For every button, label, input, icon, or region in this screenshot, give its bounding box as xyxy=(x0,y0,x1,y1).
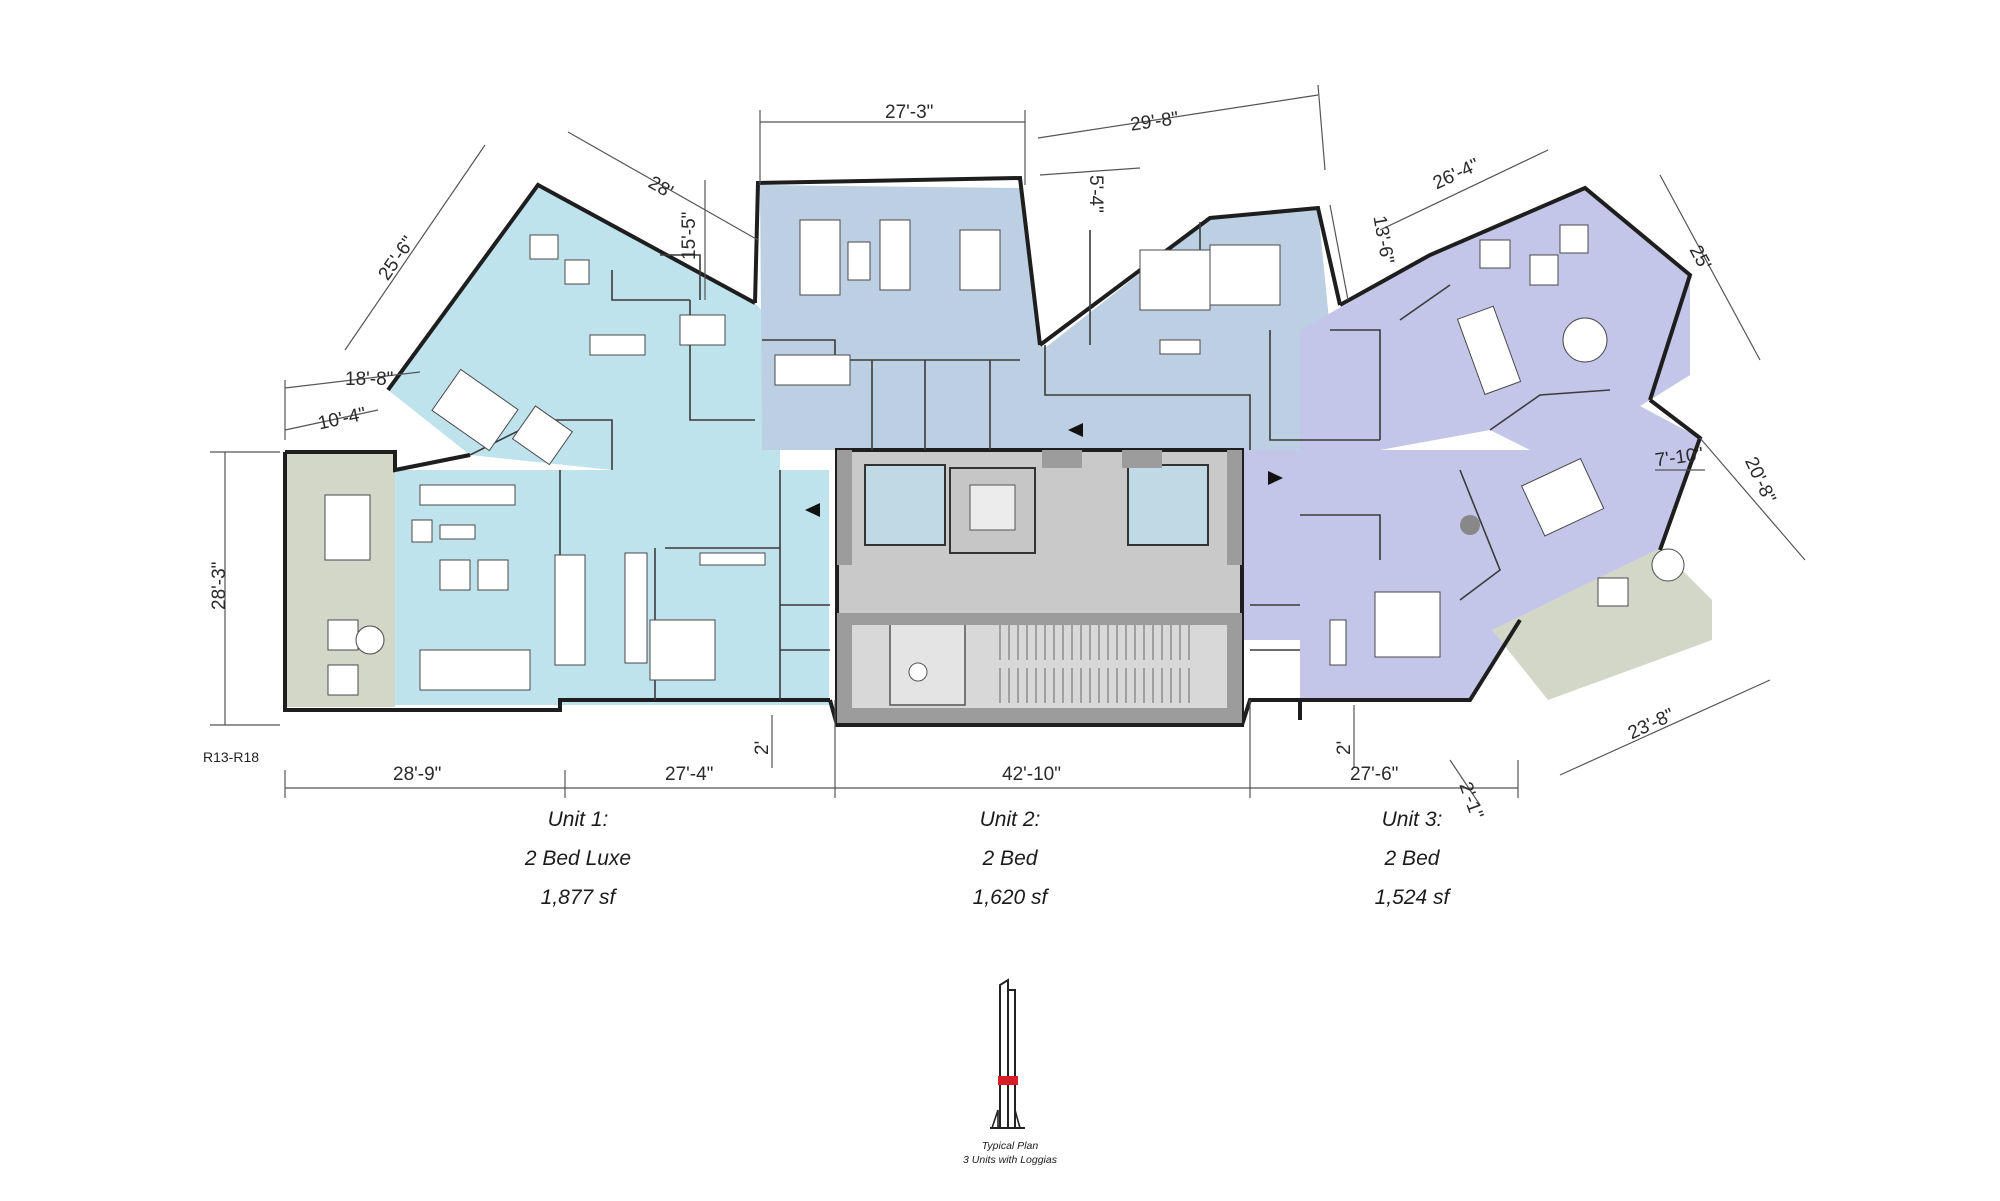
dim-28-3: 28'-3" xyxy=(209,562,230,610)
unit-1-type: 2 Bed Luxe xyxy=(524,847,631,870)
dim-5-4: 5'-4" xyxy=(1085,175,1106,213)
unit-1-name: Unit 1: xyxy=(548,808,609,831)
key-plan-title: Typical Plan xyxy=(982,1140,1039,1152)
dim-20-8: 20'-8" xyxy=(1740,454,1779,507)
dim-27-3: 27'-3" xyxy=(885,102,933,123)
unit-2-type: 2 Bed xyxy=(982,847,1039,870)
unit-2-area xyxy=(760,185,1330,450)
dim-2-left: 2' xyxy=(752,741,773,755)
dim-27-6: 27'-6" xyxy=(1350,764,1398,785)
dim-2-right: 2' xyxy=(1334,741,1355,755)
unit-3-name: Unit 3: xyxy=(1382,808,1443,831)
dim-15-5: 15'-5" xyxy=(679,212,700,260)
entry-arrows xyxy=(805,423,1283,517)
unit-2-name: Unit 2: xyxy=(980,808,1041,831)
dim-10-4: 10'-4" xyxy=(316,404,368,435)
dim-25-6: 25'-6" xyxy=(375,233,420,285)
interior-partitions xyxy=(469,222,1611,700)
plan-code: R13-R18 xyxy=(203,749,259,765)
unit-1-area-label: 1,877 sf xyxy=(541,886,618,909)
key-plan-subtitle: 3 Units with Loggias xyxy=(963,1154,1058,1166)
dim-29-8: 29'-8" xyxy=(1129,108,1180,136)
dim-28: 28' xyxy=(645,172,677,203)
unit-3-area-label: 1,524 sf xyxy=(1375,886,1452,909)
unit-2-area-label: 1,620 sf xyxy=(973,886,1050,909)
dim-28-9: 28'-9" xyxy=(393,764,441,785)
dim-13-6: 13'-6" xyxy=(1368,214,1397,265)
dim-18-8: 18'-8" xyxy=(345,369,393,390)
unit-3-type: 2 Bed xyxy=(1384,847,1441,870)
dim-23-8: 23'-8" xyxy=(1625,705,1678,744)
building-core xyxy=(837,450,1242,723)
dim-26-4: 26'-4" xyxy=(1430,155,1483,194)
dim-27-4: 27'-4" xyxy=(665,764,713,785)
dimension-lines xyxy=(210,84,1806,806)
dim-2-1: 2'-1" xyxy=(1454,779,1487,822)
loggia-unit-3 xyxy=(1492,548,1712,700)
dim-42-10: 42'-10" xyxy=(1002,764,1061,785)
furniture xyxy=(324,219,1685,696)
unit-labels: Unit 1: 2 Bed Luxe 1,877 sf Unit 2: 2 Be… xyxy=(524,808,1452,909)
key-plan-tower-icon xyxy=(990,978,1025,1129)
